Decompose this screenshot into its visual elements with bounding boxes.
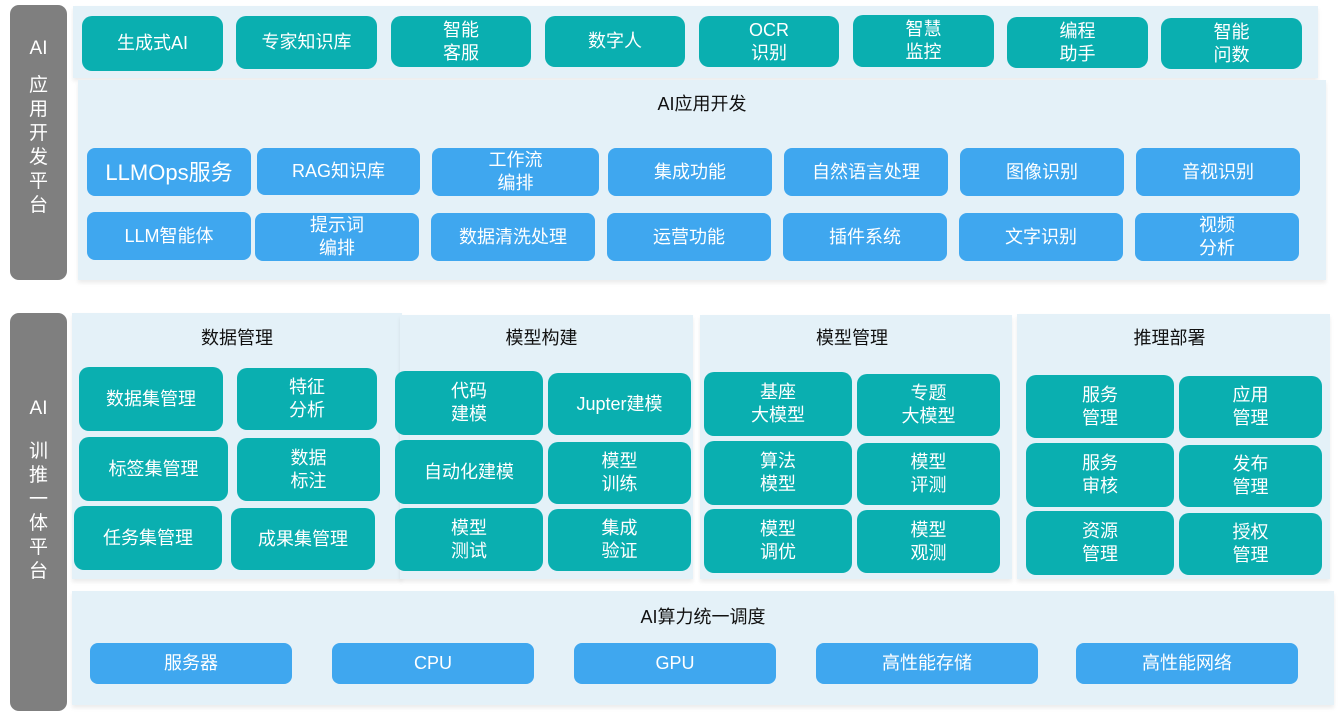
sidebar-char: 推 <box>28 464 48 486</box>
app-box-ocr[interactable]: OCR 识别 <box>699 16 839 67</box>
dev-box-llm-agent[interactable]: LLM智能体 <box>87 212 251 260</box>
sidebar-char: 应 <box>28 74 48 96</box>
sidebar-char: 体 <box>28 512 48 534</box>
dm-box-result-set[interactable]: 成果集管理 <box>231 508 375 570</box>
compute-box-cpu[interactable]: CPU <box>332 643 534 684</box>
dev-box-workflow[interactable]: 工作流 编排 <box>432 148 599 196</box>
dm-box-label-set[interactable]: 标签集管理 <box>79 437 228 501</box>
sidebar-app-dev-platform: AI 应 用 开 发 平 台 <box>10 5 67 280</box>
model-build-title: 模型构建 <box>505 328 578 348</box>
dev-box-av-recognition[interactable]: 音视识别 <box>1136 148 1300 196</box>
app-box-smart-cs[interactable]: 智能 客服 <box>391 16 531 67</box>
sidebar-char: 一 <box>28 488 48 510</box>
dev-box-integration[interactable]: 集成功能 <box>608 148 772 196</box>
mb-box-code-modeling[interactable]: 代码 建模 <box>395 371 543 435</box>
dev-box-data-cleaning[interactable]: 数据清洗处理 <box>431 213 595 261</box>
compute-box-hp-storage[interactable]: 高性能存储 <box>816 643 1038 684</box>
mb-box-auto-modeling[interactable]: 自动化建模 <box>395 440 543 504</box>
sidebar-char: 台 <box>28 560 48 582</box>
inference-deploy-title: 推理部署 <box>1133 328 1206 348</box>
id-box-service-review[interactable]: 服务 审核 <box>1026 443 1174 507</box>
mb-box-integration-validation[interactable]: 集成 验证 <box>548 509 691 571</box>
sidebar-char: 训 <box>28 440 48 462</box>
dev-box-nlp[interactable]: 自然语言处理 <box>784 148 948 196</box>
mm-box-domain-model[interactable]: 专题 大模型 <box>857 374 1000 436</box>
sidebar-char: 开 <box>28 122 48 144</box>
id-box-service-management[interactable]: 服务 管理 <box>1026 375 1174 438</box>
mm-box-algorithm-model[interactable]: 算法 模型 <box>704 441 852 505</box>
data-management-title: 数据管理 <box>201 328 273 348</box>
app-box-generative-ai[interactable]: 生成式AI <box>82 16 223 71</box>
id-box-resource-management[interactable]: 资源 管理 <box>1026 511 1174 575</box>
dev-box-plugins[interactable]: 插件系统 <box>783 213 947 261</box>
compute-box-server[interactable]: 服务器 <box>90 643 292 684</box>
dev-box-prompt[interactable]: 提示词 编排 <box>255 213 419 261</box>
sidebar-label-ai: AI <box>29 38 48 59</box>
sidebar-char: 台 <box>28 194 48 216</box>
dev-box-image-recognition[interactable]: 图像识别 <box>960 148 1124 196</box>
compute-scheduling-title: AI算力统一调度 <box>640 607 766 627</box>
model-management-title: 模型管理 <box>816 328 888 348</box>
dev-box-rag[interactable]: RAG知识库 <box>257 148 420 195</box>
dm-box-feature-analysis[interactable]: 特征 分析 <box>237 368 377 430</box>
app-box-smart-query[interactable]: 智能 问数 <box>1161 18 1302 69</box>
dev-box-text-recognition[interactable]: 文字识别 <box>959 213 1123 261</box>
dm-box-data-annotation[interactable]: 数据 标注 <box>237 438 380 501</box>
compute-box-gpu[interactable]: GPU <box>574 643 776 684</box>
sidebar-char: 平 <box>28 536 48 558</box>
id-box-release-management[interactable]: 发布 管理 <box>1179 445 1322 507</box>
sidebar-char: 发 <box>28 146 48 168</box>
dm-box-task-set[interactable]: 任务集管理 <box>74 506 222 570</box>
dev-box-llmops[interactable]: LLMOps服务 <box>87 148 251 196</box>
app-box-digital-human[interactable]: 数字人 <box>545 16 685 67</box>
app-box-coding-assistant[interactable]: 编程 助手 <box>1007 17 1148 68</box>
mb-box-jupyter-modeling[interactable]: Jupter建模 <box>548 373 691 435</box>
mm-box-model-tuning[interactable]: 模型 调优 <box>704 509 852 573</box>
app-box-expert-kb[interactable]: 专家知识库 <box>236 16 377 69</box>
sidebar-train-infer-platform: AI 训 推 一 体 平 台 <box>10 313 67 711</box>
mb-box-model-training[interactable]: 模型 训练 <box>548 442 691 504</box>
dev-box-video-analysis[interactable]: 视频 分析 <box>1135 213 1299 261</box>
mm-box-model-observation[interactable]: 模型 观测 <box>857 510 1000 573</box>
sidebar-label-ai: AI <box>29 398 48 419</box>
compute-box-hp-network[interactable]: 高性能网络 <box>1076 643 1298 684</box>
id-box-authorization-management[interactable]: 授权 管理 <box>1179 513 1322 575</box>
mm-box-foundation-model[interactable]: 基座 大模型 <box>704 372 852 436</box>
sidebar-char: 平 <box>28 170 48 192</box>
dm-box-dataset[interactable]: 数据集管理 <box>79 367 223 431</box>
ai-app-dev-title: AI应用开发 <box>657 94 747 114</box>
mm-box-model-evaluation[interactable]: 模型 评测 <box>857 443 1000 505</box>
dev-box-operations[interactable]: 运营功能 <box>607 213 771 261</box>
mb-box-model-testing[interactable]: 模型 测试 <box>395 508 543 571</box>
sidebar-char: 用 <box>28 98 48 120</box>
app-box-smart-monitor[interactable]: 智慧 监控 <box>853 15 994 67</box>
id-box-app-management[interactable]: 应用 管理 <box>1179 376 1322 438</box>
